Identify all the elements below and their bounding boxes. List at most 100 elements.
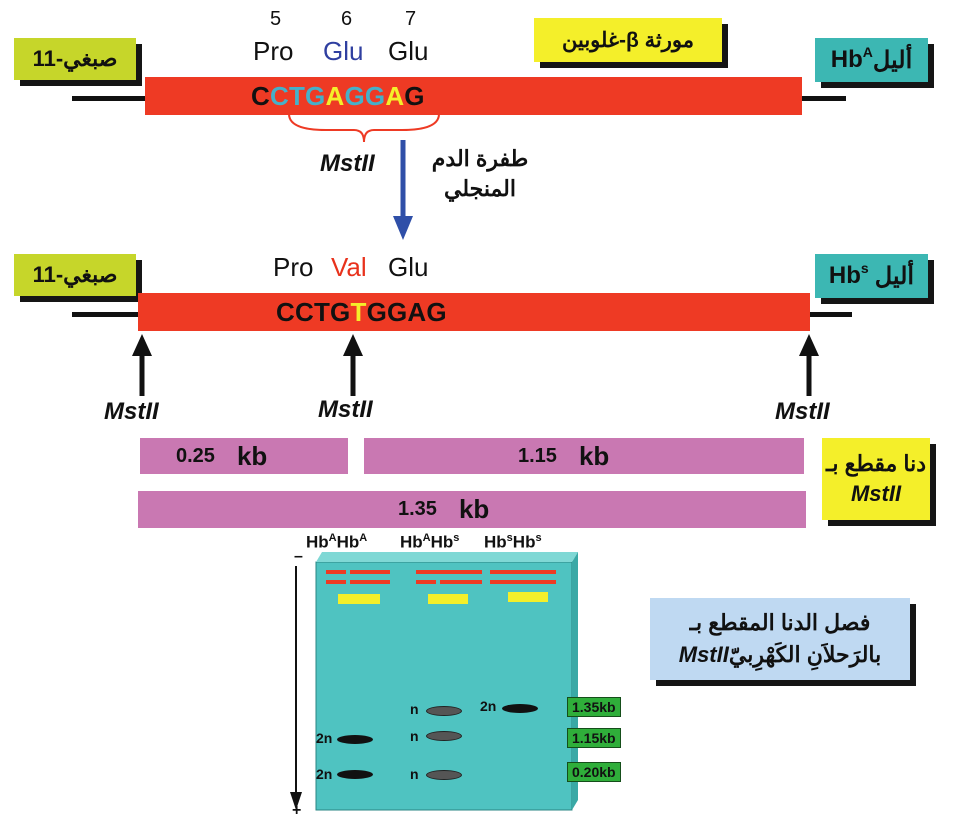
band-label-lane2-top: n (410, 701, 419, 717)
gel-caption: فصل الدنا المقطع بـ بالرَحلاَنِ الكَهْرِ… (650, 598, 910, 680)
seq-top-part4: GG (344, 81, 386, 111)
chromosome-label-bottom-text: صبغي-11 (32, 262, 118, 287)
lane2-b: Hb (430, 532, 454, 552)
lane2-a: Hb (400, 532, 423, 552)
fragment-whole-size: 1.35 (398, 498, 437, 520)
seq-top-part3: A (325, 81, 345, 111)
band-label-lane1-low: 2n (316, 766, 333, 782)
sequence-bottom: CCTGTGGAG (276, 297, 447, 328)
well-lane2-red-c (440, 580, 482, 584)
chromosome-label-top-text: صبغي-11 (32, 46, 118, 71)
amino-acid-bottom-3: Glu (388, 252, 429, 282)
allele-sup-top: A (862, 43, 873, 60)
gel-plus-sign: + (292, 802, 302, 819)
lane1-b: Hb (336, 532, 360, 552)
band-lane2-1-15kb (426, 731, 462, 741)
amino-acid-top-1: Pro (253, 36, 294, 66)
lane-head-1: HbAHbA (306, 532, 367, 553)
lane-head-3: HbsHbs (484, 532, 542, 553)
dna-flank-right-bottom (806, 312, 852, 317)
well-lane3-red-b (490, 580, 556, 584)
well-lane1-red-d (350, 580, 390, 584)
mutation-label: طفرة الدم المنجلي (420, 144, 540, 204)
band-lane2-0-20kb (426, 770, 462, 780)
well-lane1-red-a (326, 570, 346, 574)
fragment-right-size: 1.15 (518, 444, 557, 467)
fragments-label-line2: MstII (850, 481, 902, 506)
gene-bar-top (145, 77, 802, 115)
well-lane3-yellow (508, 592, 548, 602)
amino-acid-top-2: Glu (323, 36, 364, 66)
enzyme-label-mutation: MstII (320, 150, 375, 177)
lane3-a-sup: s (506, 532, 513, 544)
lane-head-2: HbAHbs (400, 532, 459, 553)
lane3-b-sup: s (535, 532, 542, 544)
size-marker-1-35kb: 1.35kb (567, 697, 621, 717)
lane3-b: Hb (512, 532, 536, 552)
lane3-a: Hb (484, 532, 507, 552)
fragment-right: 1.15 kb (364, 438, 804, 474)
dna-flank-left-top (72, 96, 146, 101)
fragment-right-unit: kb (578, 440, 610, 471)
cut-arrow-middle (343, 334, 363, 396)
band-label-lane1-mid: 2n (316, 730, 333, 746)
well-lane1-red-b (350, 570, 390, 574)
well-lane2-red-a (416, 570, 482, 574)
allele-hb-bottom: Hb (828, 261, 861, 289)
fragment-left-size: 0.25 (176, 444, 215, 467)
gel-caption-arabic: بالرَحلاَنِ الكَهْرِبيّ (728, 642, 882, 667)
lane2-a-sup: A (422, 532, 431, 544)
dna-flank-right-top (800, 96, 846, 101)
fragment-whole-unit: kb (458, 494, 490, 524)
gene-bar-bottom (138, 293, 810, 331)
gel-caption-line1: فصل الدنا المقطع بـ (689, 610, 871, 635)
fragments-label-line1: دنا مقطع بـ (825, 451, 927, 476)
mutation-label-line2: المنجلي (444, 176, 516, 201)
band-label-lane2-mid: n (410, 728, 419, 744)
gel-minus-sign: – (294, 548, 303, 565)
well-lane1-yellow (338, 594, 380, 604)
seq-bottom-part2: T (350, 297, 367, 327)
seq-top-part6: G (404, 81, 425, 111)
codon-number-5: 5 (270, 8, 282, 30)
band-label-lane3-top: 2n (480, 698, 497, 714)
chromosome-label-bottom: صبغي-11 (14, 254, 136, 296)
band-lane3-1-35kb (502, 704, 538, 713)
amino-acid-top-3: Glu (388, 36, 429, 66)
seq-top-part1: C (251, 81, 270, 111)
band-lane1-0-20kb (337, 770, 373, 779)
dna-flank-left-bottom (72, 312, 146, 317)
codon-number-6: 6 (341, 8, 353, 30)
recognition-site-brace (288, 113, 440, 143)
mutation-arrow (393, 140, 413, 240)
size-marker-0-20kb: 0.20kb (567, 762, 621, 782)
gene-label: مورثة β-غلوبين (534, 18, 722, 62)
sequence-top: CCTGAGGAG (251, 81, 425, 112)
well-lane2-yellow (428, 594, 468, 604)
migration-arrow (290, 566, 302, 810)
allele-word-bottom: أليل (874, 262, 915, 290)
fragments-label: دنا مقطع بـ MstII (822, 438, 930, 520)
band-label-lane2-low: n (410, 766, 419, 782)
well-lane3-red-a (490, 570, 556, 574)
cut-site-label-left: MstII (104, 398, 159, 425)
gel-caption-latin: MstII (678, 642, 729, 667)
gel-caption-line2: بالرَحلاَنِ الكَهْرِبيّMstII (679, 639, 882, 671)
band-lane2-1-35kb (426, 706, 462, 716)
cut-site-label-right: MstII (775, 398, 830, 425)
amino-acid-bottom-1: Pro (273, 252, 314, 282)
gene-label-text: مورثة β-غلوبين (562, 28, 694, 52)
seq-top-part2: CTG (269, 81, 326, 111)
lane1-a-sup: A (328, 532, 337, 544)
codon-number-7: 7 (405, 8, 417, 30)
lane1-a: Hb (306, 532, 329, 552)
band-lane1-1-15kb (337, 735, 373, 744)
well-lane1-red-c (326, 580, 346, 584)
chromosome-label-top: صبغي-11 (14, 38, 136, 80)
seq-top-part5: A (385, 81, 405, 111)
cut-arrow-left (132, 334, 152, 396)
well-lane2-red-b (416, 580, 436, 584)
